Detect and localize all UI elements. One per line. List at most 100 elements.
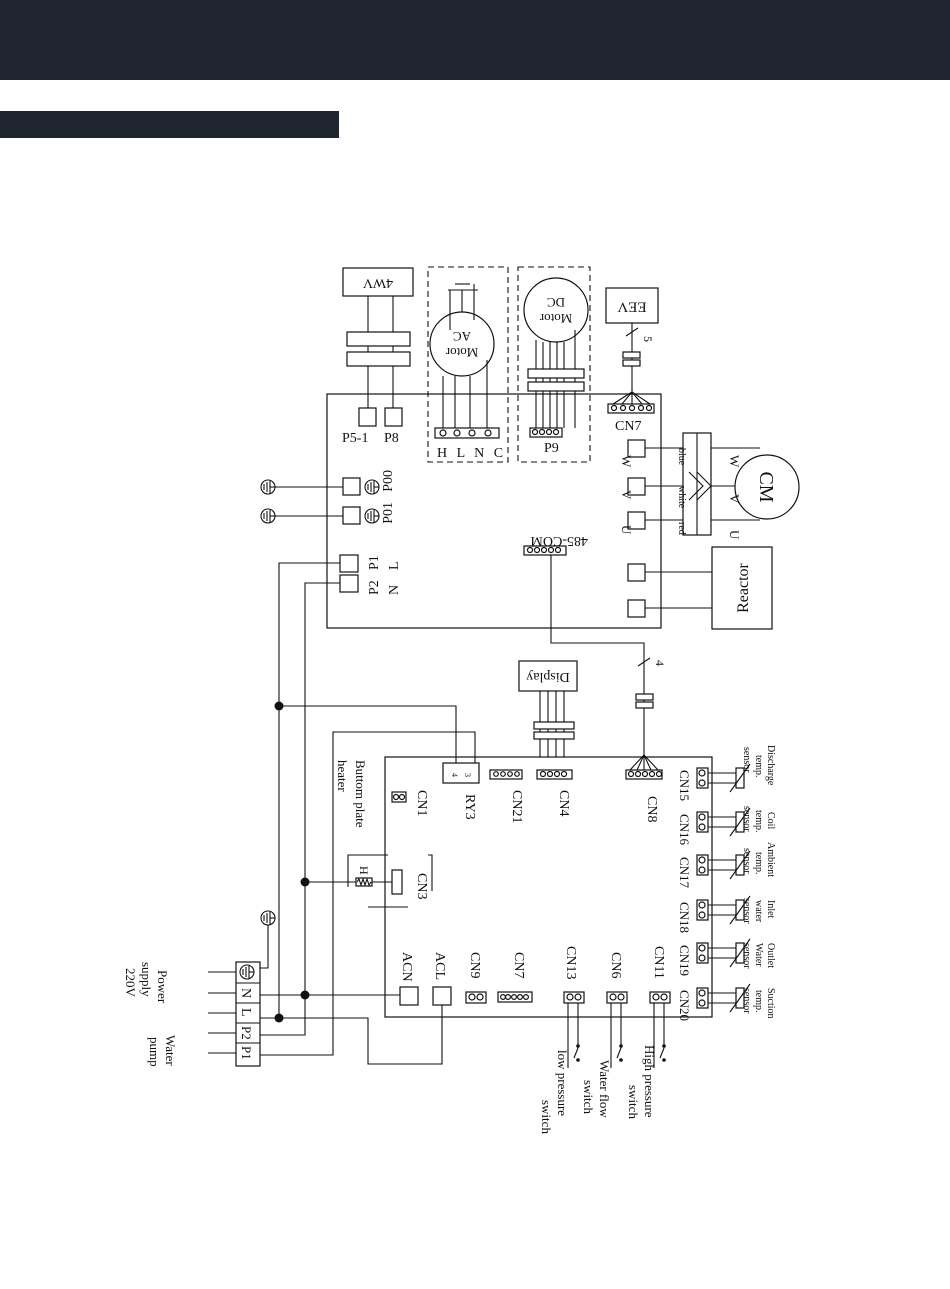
p8-connector (384, 407, 403, 427)
white-wire-label: white (676, 486, 687, 509)
cm-v-label: V (727, 494, 742, 504)
tb-p1-label: P1 (239, 1046, 254, 1060)
outlet-sensor-label: OutletWatersensor (741, 943, 776, 969)
display-box (518, 660, 578, 692)
l-label: L (387, 561, 402, 570)
v-label: V (619, 490, 634, 500)
cn7-top-label: CN7 (615, 419, 641, 434)
dc-motor-dashed-box (517, 266, 591, 463)
water-flow-label: Water flowswitch (581, 1060, 612, 1118)
p00-connector (342, 477, 361, 496)
display-label: Display (526, 669, 570, 684)
hlnc-label: H L N C (437, 446, 506, 461)
cn11-connector (649, 991, 671, 1004)
p5-1-connector (358, 407, 377, 427)
reactor-connector-1 (627, 563, 646, 582)
fourway-valve-label: 4WV (363, 275, 393, 290)
fourway-valve-box (342, 267, 414, 297)
cn7-label: CN7 (511, 952, 526, 978)
ry3-pin-4: 4 (450, 773, 459, 777)
acn-connector (399, 986, 419, 1006)
bottom-control-board (384, 756, 713, 1018)
p1-label: P1 (367, 555, 382, 570)
cn9-connector (465, 991, 487, 1004)
heater-dashed-box (347, 854, 433, 908)
acl-connector (432, 986, 452, 1006)
cn16-label: CN16 (677, 814, 692, 846)
cm-label: CM (755, 471, 777, 502)
p5-1-label: P5-1 (342, 431, 368, 446)
reactor-label: Reactor (735, 562, 752, 612)
w-label: W (619, 455, 634, 468)
low-pressure-label: low pressureswitch (539, 1050, 570, 1134)
heater-h-label: H (357, 866, 371, 875)
sensor-connectors (696, 767, 709, 1009)
cn3-connector (391, 869, 403, 895)
tb-l-label: L (238, 1008, 253, 1017)
dc-motor-label: MotorDC (539, 295, 572, 326)
eev-wire-count: 5 (641, 336, 655, 342)
blue-wire-label: blue (676, 448, 687, 466)
cn18-label: CN18 (677, 902, 692, 933)
485-com-label: 485-COM (530, 533, 588, 548)
cn8-label: CN8 (644, 796, 659, 822)
discharge-sensor-label: Dischargetemp.sensor (741, 745, 776, 786)
ac-motor-connector (434, 427, 500, 439)
cn17-label: CN17 (677, 857, 692, 889)
coil-sensor-label: Coiltemp.sensor (741, 806, 776, 833)
cm-u-label: U (727, 530, 742, 540)
ac-motor-label: MotorAC (445, 329, 478, 360)
485-wire-count: 4 (653, 660, 667, 666)
heater-label: Buttom plateheater (335, 760, 368, 828)
power-supply-label: Powersupply220V (123, 962, 170, 1004)
ambient-sensor-label: Ambienttemp.sensor (741, 842, 776, 877)
p01-connector (342, 506, 361, 525)
p01-label: P01 (381, 502, 396, 524)
ry3-label: RY3 (462, 794, 477, 820)
cn3-label: CN3 (414, 873, 429, 899)
p00-label: P00 (381, 470, 396, 492)
ry3-relay (442, 762, 480, 784)
cn9-label: CN9 (467, 952, 482, 978)
red-wire-label: red (676, 522, 687, 535)
p8-label: P8 (384, 431, 399, 446)
p2-label: P2 (367, 580, 382, 595)
compressor-motor (734, 454, 800, 520)
cn13-connector (563, 991, 585, 1004)
dc-motor (523, 277, 589, 343)
cn6-connector (606, 991, 628, 1004)
n-label: N (387, 585, 402, 595)
ac-motor-dashed-box (427, 266, 509, 463)
high-pressure-label: High pressureswitch (626, 1045, 657, 1119)
p2-connector (339, 574, 359, 593)
cm-w-label: W (727, 455, 742, 468)
water-pump-label: Waterpump (147, 1035, 178, 1067)
cn13-label: CN13 (563, 946, 578, 979)
u-label: U (619, 525, 634, 535)
cn21-connector (489, 769, 523, 780)
reactor-connector-2 (627, 599, 646, 618)
cn6-label: CN6 (608, 952, 623, 978)
acl-label: ACL (432, 952, 447, 980)
tb-p2-label: P2 (239, 1026, 254, 1040)
tb-n-label: N (238, 988, 253, 998)
p1-connector (339, 554, 359, 573)
cn11-label: CN11 (651, 946, 666, 979)
eev-label: EEV (617, 299, 646, 315)
cn1-label: CN1 (414, 790, 429, 816)
section-title-bar (0, 111, 339, 138)
suction-sensor-label: Suctiontemp.sensor (741, 988, 776, 1019)
cn15-label: CN15 (677, 770, 692, 801)
inlet-sensor-label: Inletwatersensor (741, 898, 776, 924)
sensor-thermistors (708, 763, 751, 1013)
reactor-box (711, 546, 773, 630)
ry3-pin-3: 3 (463, 773, 472, 777)
cn19-label: CN19 (677, 945, 692, 976)
acn-label: ACN (399, 952, 414, 982)
cn4-label: CN4 (556, 790, 571, 816)
cn21-label: CN21 (509, 790, 524, 823)
header-bar (0, 0, 950, 80)
p9-label: P9 (544, 441, 559, 456)
cn20-label: CN20 (677, 990, 692, 1021)
